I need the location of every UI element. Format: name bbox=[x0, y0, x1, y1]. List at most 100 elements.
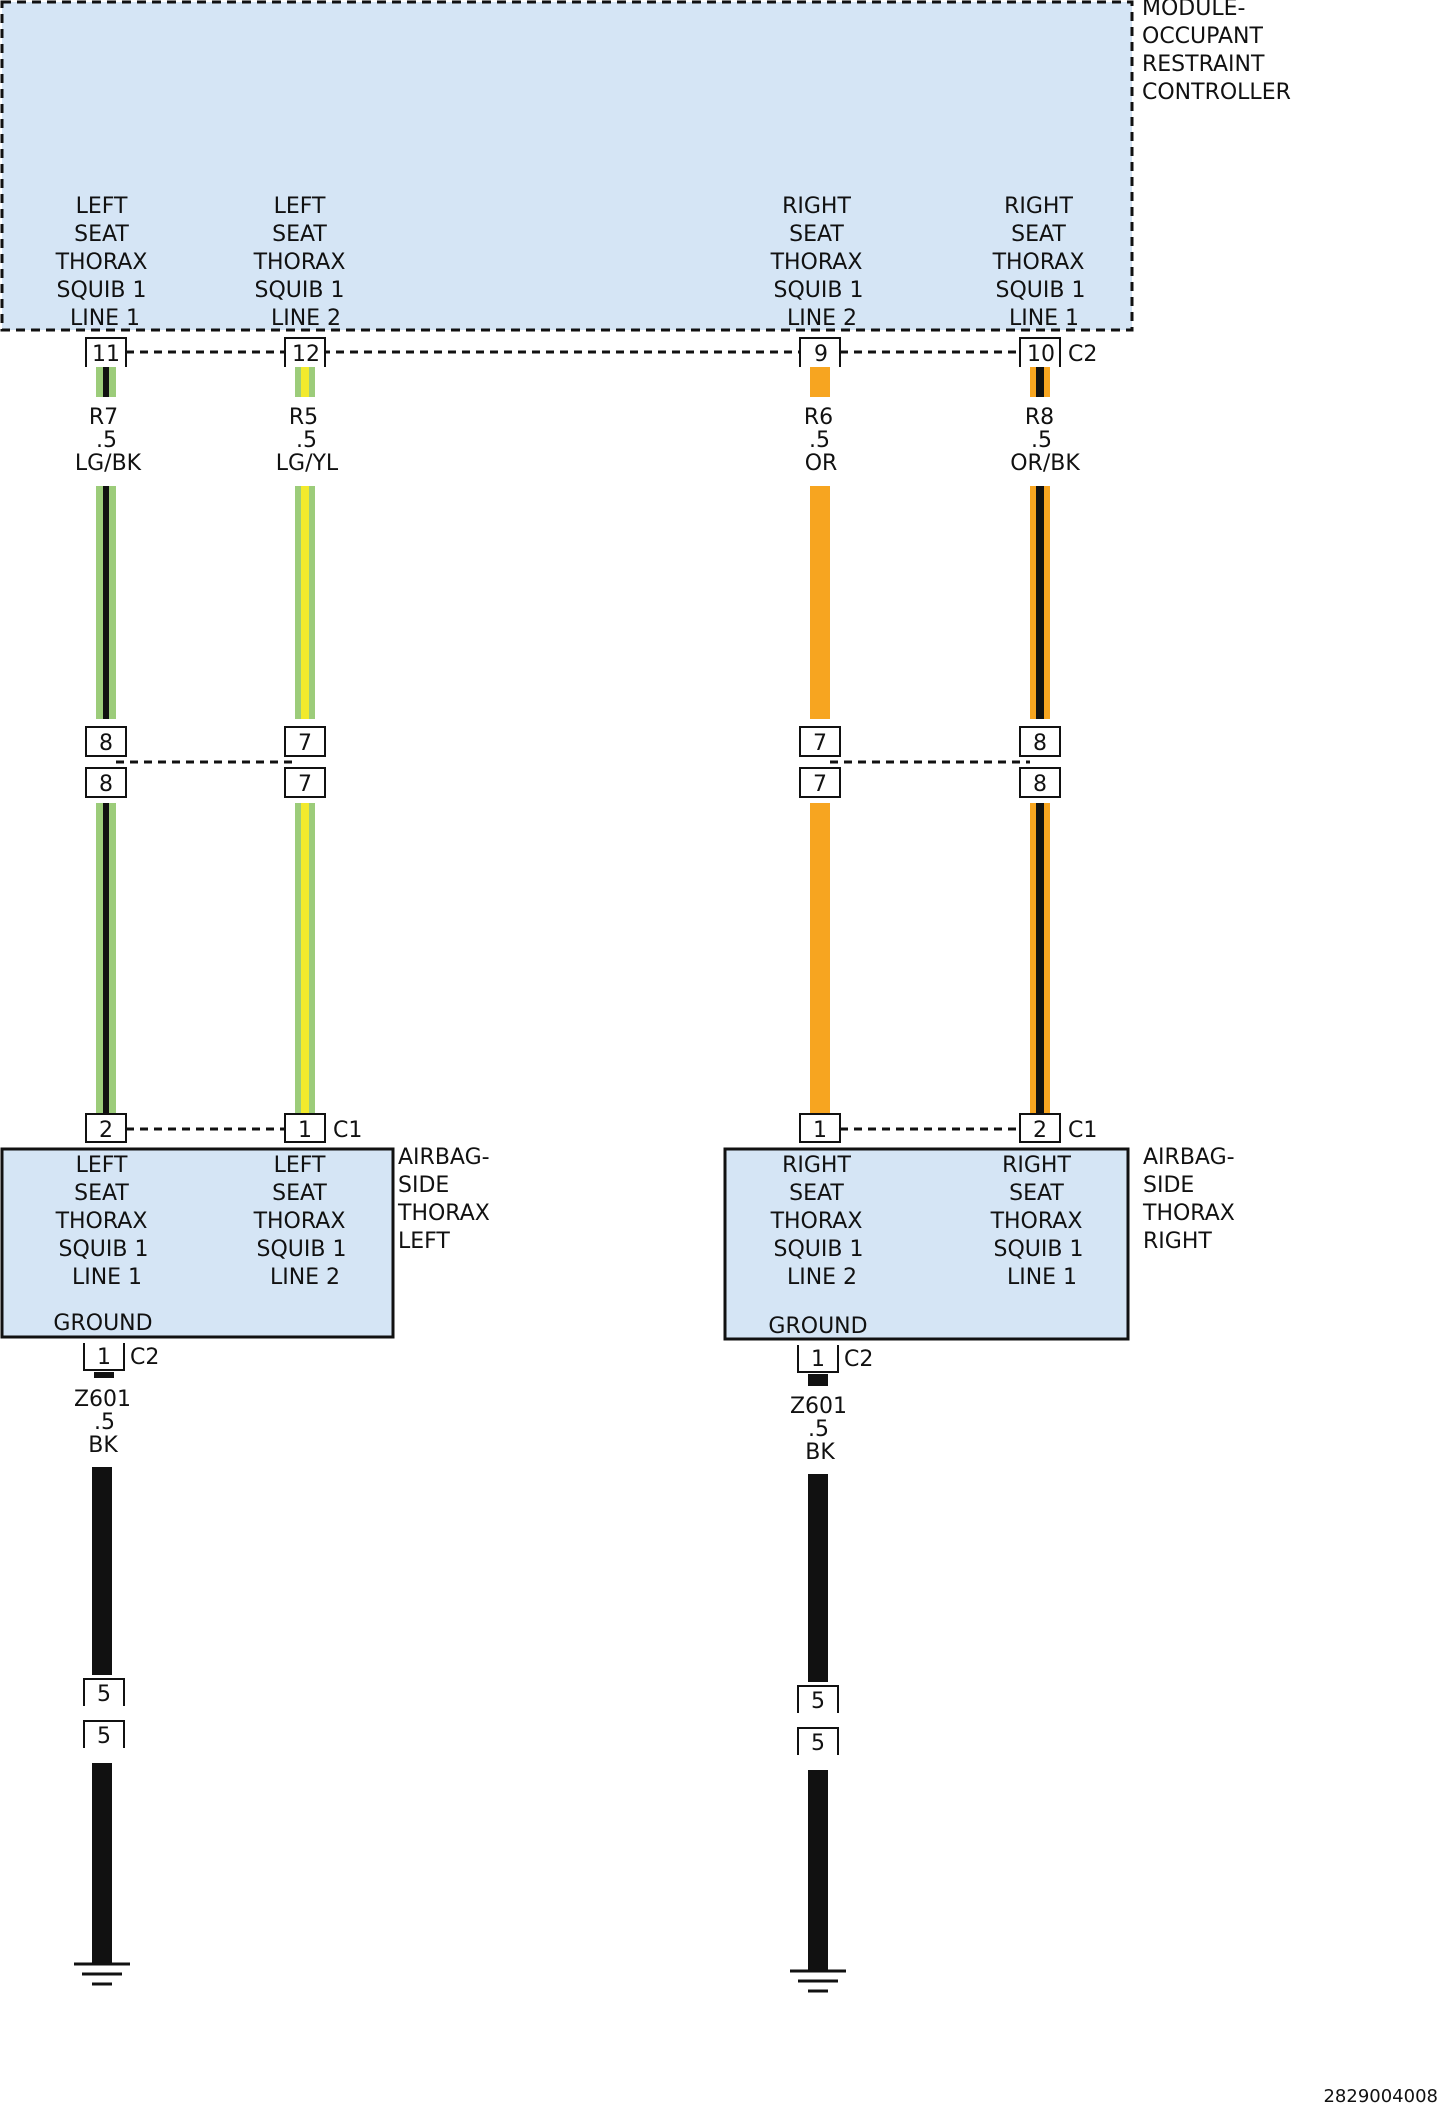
pin-number: 2 bbox=[1033, 1118, 1047, 1143]
pin-number: 9 bbox=[814, 342, 828, 367]
inline-pin-r5-bottom: 7 bbox=[284, 767, 326, 798]
ground-right-inline-pin-top: 5 bbox=[797, 1685, 839, 1714]
wire-circuit: R8 bbox=[1025, 405, 1054, 430]
airbag-left-circuit-label-line1: LEFT SEAT THORAX SQUIB 1 LINE 1 bbox=[55, 1153, 156, 1290]
ground-wire-left-stub bbox=[94, 1372, 114, 1378]
label-line: SQUIB 1 bbox=[774, 278, 864, 303]
ground-wire-right-label: Z601 .5 BK bbox=[790, 1394, 854, 1465]
figure-id: 2829004008 bbox=[1323, 2086, 1438, 2107]
airbag-name-line: AIRBAG- bbox=[398, 1145, 490, 1170]
airbag-left-pin-2: 2 bbox=[85, 1113, 127, 1143]
inline-pin-r8-top: 8 bbox=[1019, 726, 1061, 757]
airbag-right-ground-pin: 1 bbox=[797, 1345, 839, 1373]
wire-color-code: OR/BK bbox=[1010, 451, 1080, 476]
airbag-name-line: RIGHT bbox=[1143, 1229, 1212, 1254]
ground-symbol-right bbox=[790, 1969, 846, 1993]
wire-color-code: BK bbox=[805, 1440, 835, 1465]
wire-circuit: R6 bbox=[804, 405, 833, 430]
module-pin-9: 9 bbox=[799, 337, 841, 367]
airbag-name-line: SIDE bbox=[398, 1173, 449, 1198]
label-line: SEAT bbox=[74, 222, 129, 247]
module-name-line: OCCUPANT bbox=[1142, 24, 1264, 49]
ground-wire-right bbox=[808, 1474, 828, 1682]
inline-pin-r6-bottom: 7 bbox=[799, 767, 841, 798]
pin-number: 8 bbox=[99, 731, 113, 756]
airbag-name-line: THORAX bbox=[397, 1201, 490, 1226]
wire-label-r7: R7 .5 LG/BK bbox=[75, 405, 142, 476]
pin-number: 1 bbox=[813, 1118, 827, 1143]
label-line: SQUIB 1 bbox=[257, 1237, 347, 1262]
pin-number: 5 bbox=[811, 1731, 825, 1756]
pin-number: 5 bbox=[97, 1724, 111, 1749]
label-line: SQUIB 1 bbox=[774, 1237, 864, 1262]
label-line: SQUIB 1 bbox=[255, 278, 345, 303]
wire-label-r6: R6 .5 OR bbox=[804, 405, 840, 476]
wire-gauge: .5 bbox=[296, 428, 317, 453]
label-line: RIGHT bbox=[1002, 1153, 1071, 1178]
airbag-name-line: AIRBAG- bbox=[1143, 1145, 1235, 1170]
airbag-right-pin-2: 2 bbox=[1019, 1113, 1061, 1143]
module-name-line: RESTRAINT bbox=[1142, 52, 1265, 77]
label-line: SQUIB 1 bbox=[59, 1237, 149, 1262]
pin-number: 5 bbox=[811, 1689, 825, 1714]
airbag-right-circuit-label-line1: RIGHT SEAT THORAX SQUIB 1 LINE 1 bbox=[990, 1153, 1091, 1290]
airbag-left-name: AIRBAG- SIDE THORAX LEFT bbox=[397, 1145, 497, 1254]
module-name-line: CONTROLLER bbox=[1142, 80, 1291, 105]
pin-number: 11 bbox=[92, 342, 120, 367]
wire-gauge: .5 bbox=[1031, 428, 1052, 453]
label-line: LEFT bbox=[274, 1153, 326, 1178]
pin-number: 5 bbox=[97, 1682, 111, 1707]
label-line: SEAT bbox=[74, 1181, 129, 1206]
wire-r7 bbox=[96, 367, 116, 1116]
label-line: THORAX bbox=[990, 1209, 1083, 1234]
ground-wire-left bbox=[92, 1467, 112, 1675]
label-line: RIGHT bbox=[1004, 194, 1073, 219]
wire-gauge: .5 bbox=[809, 428, 830, 453]
inline-pin-r6-top: 7 bbox=[799, 726, 841, 757]
module-pin-10: 10 bbox=[1019, 337, 1061, 367]
airbag-side-thorax-right-box bbox=[723, 1147, 1130, 1341]
ground-wire-left-lower bbox=[92, 1763, 112, 1963]
airbag-left-ground-connector-label: C2 bbox=[130, 1345, 159, 1370]
wire-label-r8: R8 .5 OR/BK bbox=[1010, 405, 1080, 476]
inline-pin-r7-top: 8 bbox=[85, 726, 127, 757]
pin-number: 1 bbox=[97, 1345, 111, 1370]
label-line: SEAT bbox=[789, 1181, 844, 1206]
pin-number: 1 bbox=[298, 1118, 312, 1143]
label-line: RIGHT bbox=[782, 194, 851, 219]
wire-color-code: BK bbox=[88, 1433, 118, 1458]
wire-circuit: Z601 bbox=[790, 1394, 847, 1419]
airbag-right-name: AIRBAG- SIDE THORAX RIGHT bbox=[1142, 1145, 1242, 1254]
wire-label-r5: R5 .5 LG/YL bbox=[276, 405, 339, 476]
wire-gauge: .5 bbox=[94, 1410, 115, 1435]
label-line: LINE 1 bbox=[1007, 1265, 1077, 1290]
label-line: LINE 2 bbox=[271, 306, 341, 331]
label-line: THORAX bbox=[253, 1209, 346, 1234]
airbag-left-ground-label: GROUND bbox=[53, 1311, 152, 1336]
module-circuit-label-right-line2: RIGHT SEAT THORAX SQUIB 1 LINE 2 bbox=[770, 194, 871, 331]
ground-wire-right-stub bbox=[808, 1374, 828, 1386]
wire-r8 bbox=[1030, 367, 1050, 1116]
airbag-name-line: THORAX bbox=[1142, 1201, 1235, 1226]
wire-gauge: .5 bbox=[808, 1417, 829, 1442]
wire-color-code: LG/YL bbox=[276, 451, 339, 476]
pin-number: 10 bbox=[1027, 342, 1055, 367]
airbag-right-pin-1: 1 bbox=[799, 1113, 841, 1143]
pin-number: 12 bbox=[292, 342, 320, 367]
airbag-right-connector-label: C1 bbox=[1068, 1118, 1097, 1143]
label-line: THORAX bbox=[253, 250, 346, 275]
module-occupant-restraint-controller-box bbox=[0, 0, 1134, 332]
label-line: THORAX bbox=[55, 250, 148, 275]
pin-number: 7 bbox=[298, 772, 312, 797]
label-line: LEFT bbox=[274, 194, 326, 219]
module-circuit-label-left-line1: LEFT SEAT THORAX SQUIB 1 LINE 1 bbox=[55, 194, 155, 331]
pin-number: 7 bbox=[813, 772, 827, 797]
pin-number: 8 bbox=[1033, 731, 1047, 756]
label-line: THORAX bbox=[992, 250, 1085, 275]
ground-left-inline-pin-bottom: 5 bbox=[83, 1720, 125, 1749]
wire-circuit: R5 bbox=[289, 405, 318, 430]
label-line: SEAT bbox=[272, 222, 327, 247]
label-line: THORAX bbox=[770, 1209, 863, 1234]
airbag-right-ground-connector-label: C2 bbox=[844, 1347, 873, 1372]
